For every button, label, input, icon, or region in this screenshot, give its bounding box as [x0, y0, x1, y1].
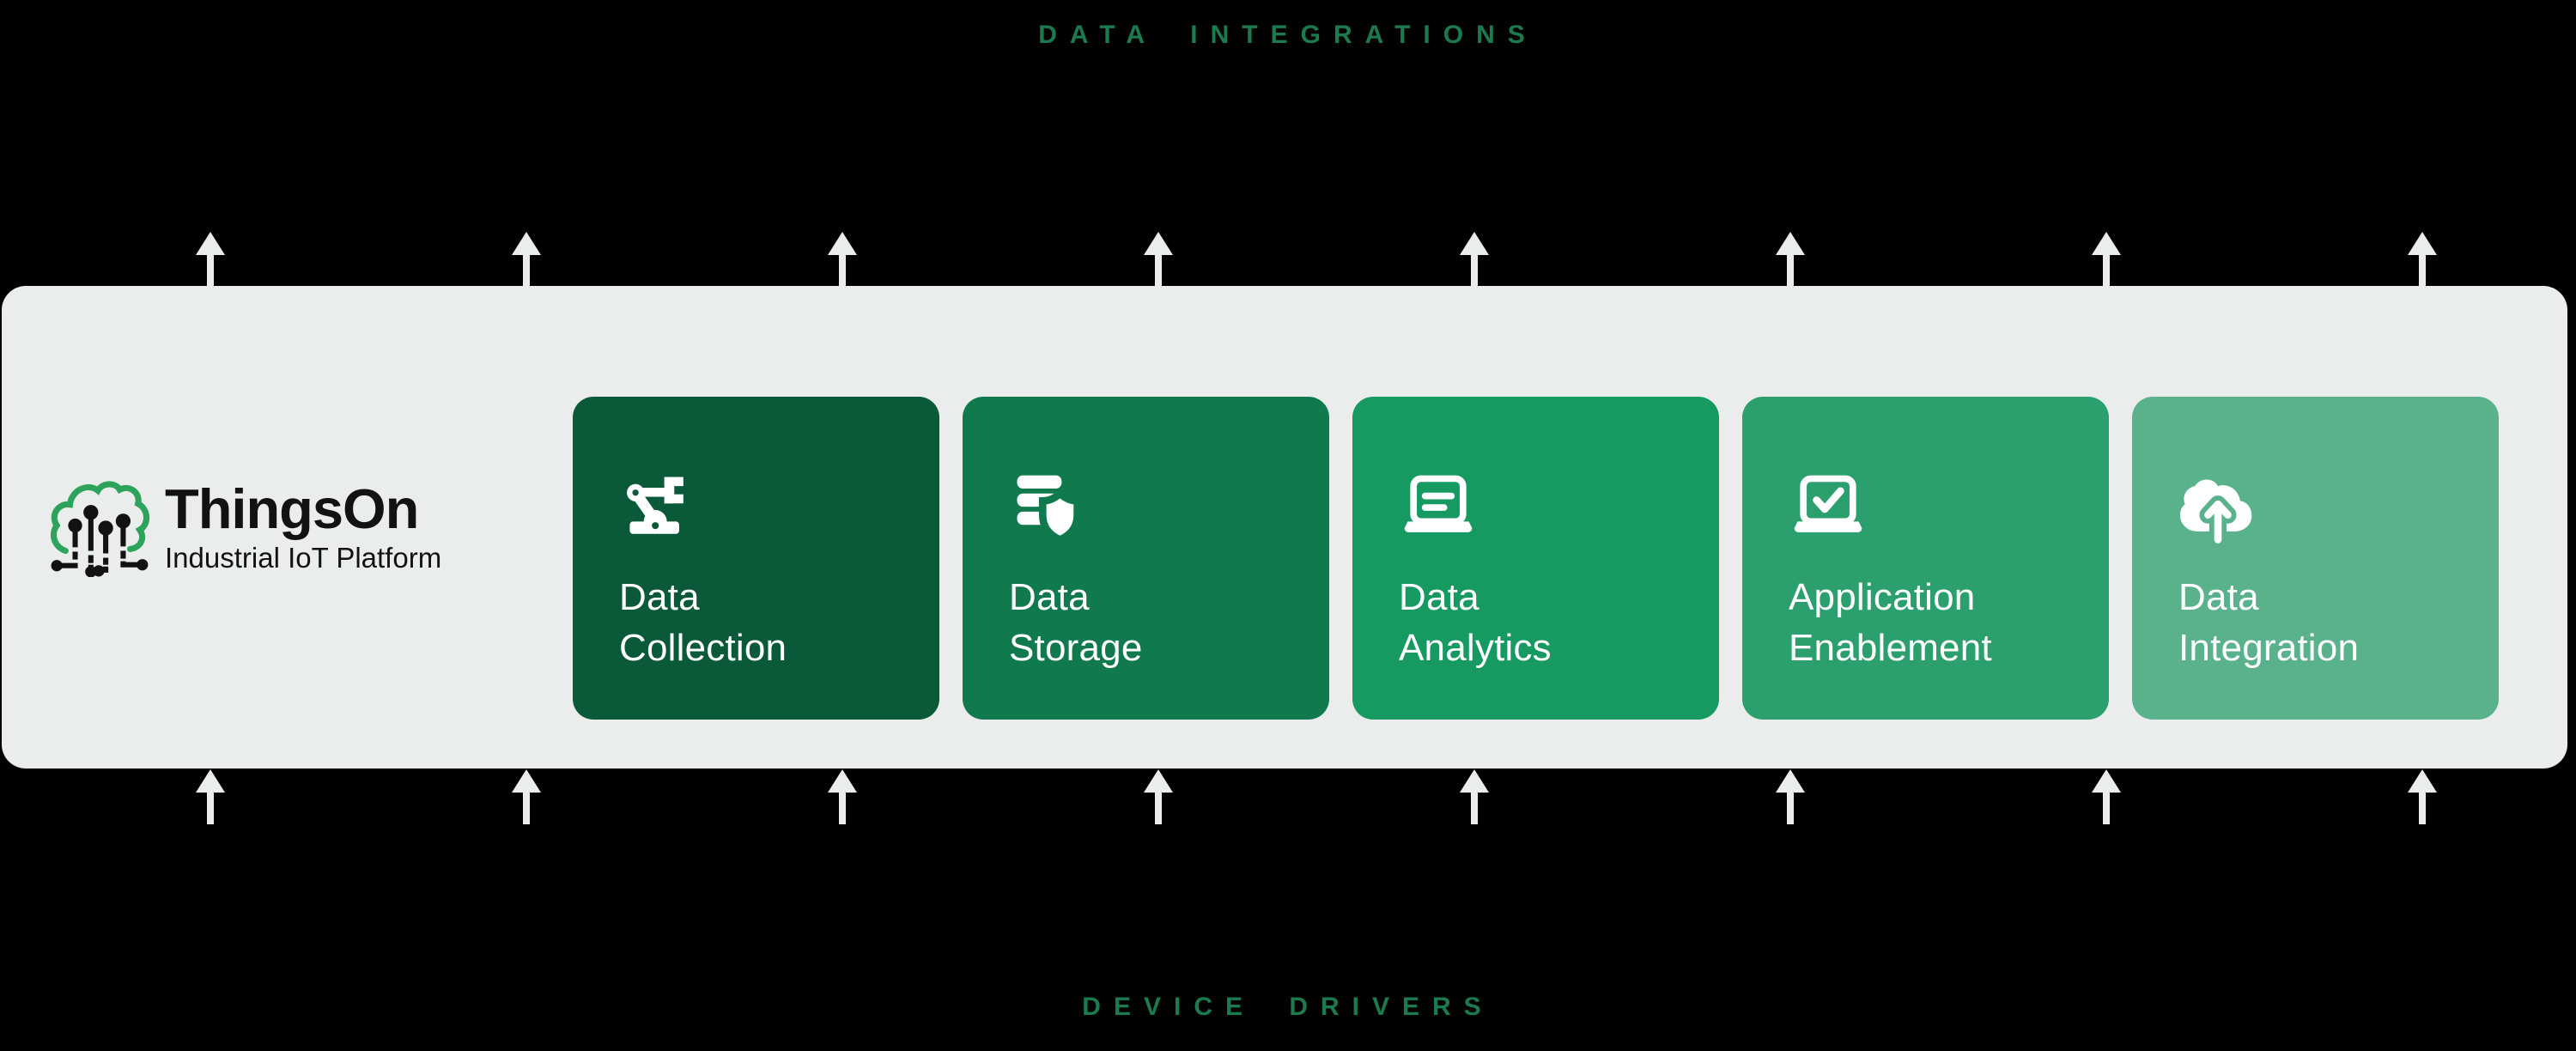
card-application-enablement: Application Enablement: [1742, 397, 2109, 720]
cloud-circuit-icon: [51, 481, 150, 577]
card-label: Data Integration: [2178, 576, 2360, 669]
up-arrow-icon: [2407, 769, 2438, 824]
top-zone-label: DATA INTEGRATIONS: [1038, 21, 1538, 49]
up-arrow-icon: [195, 232, 226, 287]
up-arrow-icon: [1143, 232, 1174, 287]
up-arrow-icon: [195, 769, 226, 824]
card-label: Data Storage: [1009, 576, 1143, 669]
database-shield-icon: [1017, 475, 1081, 544]
module-cards: Data Collection Data Storage: [573, 397, 2499, 720]
card-data-analytics: Data Analytics: [1352, 397, 1719, 720]
thingson-logo: ThingsOn Industrial IoT Platform: [48, 286, 441, 769]
card-label: Data Analytics: [1399, 576, 1552, 669]
robot-arm-icon: [627, 477, 683, 534]
card-data-collection: Data Collection: [573, 397, 939, 720]
up-arrow-icon: [827, 232, 858, 287]
up-arrow-icon: [1775, 232, 1806, 287]
cloud-upload-icon: [2179, 479, 2252, 549]
logo-subtitle: Industrial IoT Platform: [165, 542, 442, 574]
card-label: Application Enablement: [1789, 576, 1992, 669]
logo-text: ThingsOn Industrial IoT Platform: [165, 480, 441, 575]
up-arrow-icon: [1459, 769, 1490, 824]
up-arrow-icon: [511, 769, 542, 824]
laptop-lines-icon: [1404, 475, 1473, 532]
card-data-integration: Data Integration: [2132, 397, 2499, 720]
up-arrow-icon: [1775, 769, 1806, 824]
platform-band: ThingsOn Industrial IoT Platform: [2, 286, 2567, 769]
logo-title: ThingsOn: [165, 477, 419, 540]
card-data-storage: Data Storage: [963, 397, 1329, 720]
up-arrow-icon: [1143, 769, 1174, 824]
up-arrow-icon: [827, 769, 858, 824]
up-arrow-icon: [511, 232, 542, 287]
up-arrow-icon: [2091, 232, 2122, 287]
up-arrow-icon: [2091, 769, 2122, 824]
up-arrow-icon: [2407, 232, 2438, 287]
laptop-check-icon: [1794, 475, 1862, 532]
up-arrow-icon: [1459, 232, 1490, 287]
bottom-zone-label: DEVICE DRIVERS: [1082, 993, 1494, 1021]
card-label: Data Collection: [619, 576, 787, 669]
